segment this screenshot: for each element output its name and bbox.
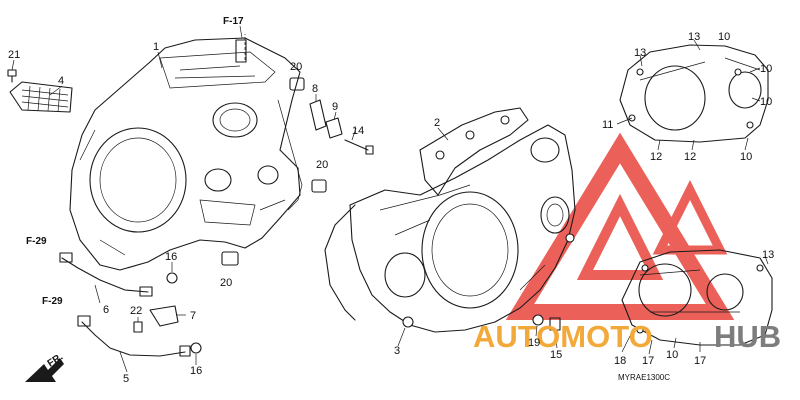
callout-4: 4	[58, 75, 64, 87]
watermark-word-hub: HUB	[714, 319, 781, 354]
ref-label-f29-upper: F-29	[26, 236, 47, 247]
callout-11: 11	[602, 119, 613, 131]
callout-10-right-lower: 10	[760, 96, 772, 108]
watermark-logo	[505, 132, 735, 320]
dowel-pin-upper	[289, 77, 305, 91]
callout-10-lower: 10	[666, 349, 678, 361]
callout-13-top-mid: 13	[688, 31, 700, 43]
callout-20-lower: 20	[220, 277, 232, 289]
watermark-word-automoto: AUTOMOTO	[473, 319, 653, 354]
sensor-cable-part-5	[77, 315, 191, 357]
callout-18: 18	[614, 355, 626, 367]
callout-21: 21	[8, 49, 20, 61]
callout-17-left: 17	[642, 355, 654, 367]
washer-part-16-lower	[190, 342, 202, 354]
callout-10-bottom: 10	[740, 151, 752, 163]
callout-14: 14	[352, 125, 364, 137]
bolt-part-15	[549, 317, 561, 331]
callout-13-lower: 13	[762, 249, 774, 261]
washer-part-16-upper	[166, 272, 178, 284]
watermark-triangle-right	[652, 179, 728, 255]
lower-right-cover	[621, 249, 773, 346]
clip-part-9	[325, 117, 343, 139]
gasket-part-2	[419, 107, 529, 196]
callout-20-middle: 20	[316, 159, 328, 171]
callout-16-lower: 16	[190, 365, 202, 377]
callout-17-right: 17	[694, 355, 706, 367]
left-crankcase-part-1	[69, 34, 301, 271]
callout-5: 5	[123, 373, 129, 385]
callout-22: 22	[130, 305, 142, 317]
front-direction-arrow	[25, 358, 64, 382]
callout-9: 9	[332, 101, 338, 113]
callout-12-right: 12	[684, 151, 696, 163]
dowel-pin-lower	[221, 251, 239, 266]
watermark-triangle-outer	[505, 132, 735, 320]
watermark-triangle-inner	[576, 193, 664, 280]
callout-15: 15	[550, 349, 562, 361]
diagram-code: MYRAE1300C	[618, 373, 670, 382]
dowel-pin-middle	[311, 179, 327, 193]
callout-13-top-left: 13	[634, 47, 646, 59]
oil-strainer-part-4	[9, 81, 73, 113]
callout-10-right-upper: 10	[760, 63, 772, 75]
bolt-part-14	[344, 139, 374, 155]
watermark-text: AUTOMOTO HUB	[473, 319, 781, 354]
washer-part-19	[532, 314, 544, 326]
callout-2: 2	[434, 117, 440, 129]
callout-6: 6	[103, 304, 109, 316]
callout-12-left: 12	[650, 151, 662, 163]
callout-20-upper: 20	[290, 61, 302, 73]
callout-19: 19	[528, 337, 540, 349]
bolt-part-21	[7, 69, 17, 83]
callout-3: 3	[394, 345, 400, 357]
upper-right-cover	[619, 44, 769, 143]
bolt-part-22	[133, 321, 143, 333]
ref-label-front: FR.	[46, 351, 66, 369]
ref-label-f17: F-17	[223, 16, 244, 27]
bracket-part-8	[309, 99, 327, 131]
sensor-cable-part-6	[59, 252, 153, 297]
gasket-outline	[277, 99, 303, 211]
case-gasket-outline	[324, 204, 356, 321]
ref-label-f29-lower: F-29	[42, 296, 63, 307]
right-crankcase-part-3	[349, 124, 576, 333]
callout-1: 1	[153, 41, 159, 53]
leader-lines	[11, 25, 769, 373]
callout-16-upper: 16	[165, 251, 177, 263]
callout-8: 8	[312, 83, 318, 95]
bracket-part-7	[149, 305, 179, 327]
callout-10-top: 10	[718, 31, 730, 43]
callout-7: 7	[190, 310, 196, 322]
